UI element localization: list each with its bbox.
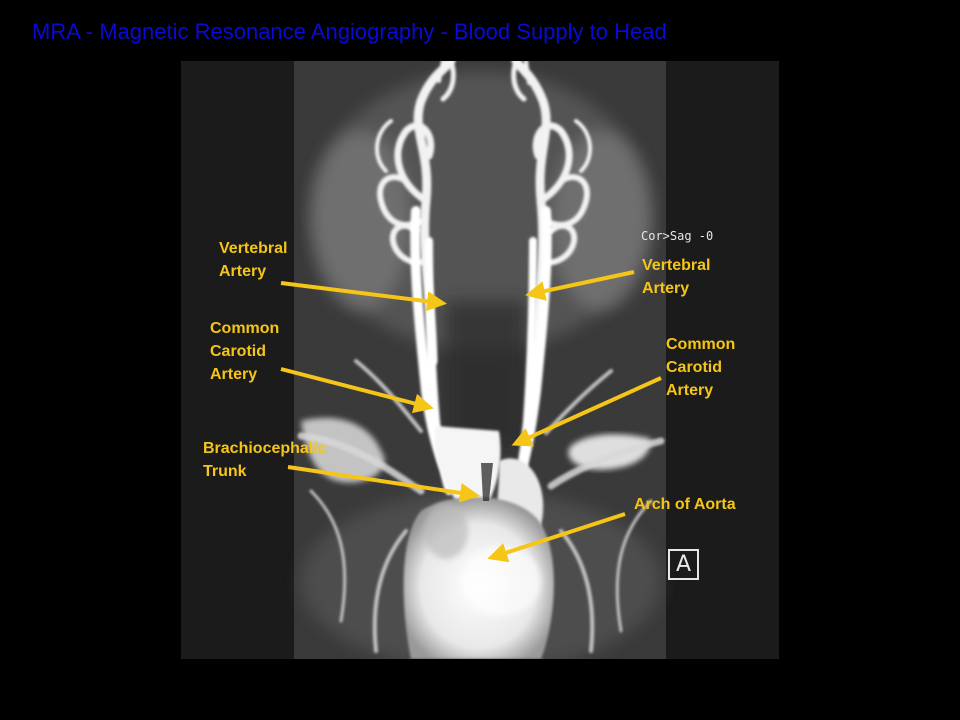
slide-title: MRA - Magnetic Resonance Angiography - B… xyxy=(32,19,667,44)
mra-scan-image xyxy=(294,61,666,659)
label-brachiocephalic-trunk: Brachiocephalic Trunk xyxy=(203,440,327,480)
label-common-carotid-left: Common Carotid Artery xyxy=(210,320,280,383)
label-arch-of-aorta: Arch of Aorta xyxy=(634,496,736,513)
label-common-carotid-right: Common Carotid Artery xyxy=(666,336,736,399)
scan-orientation-label: Cor>Sag -0 xyxy=(641,229,714,243)
view-marker: A xyxy=(668,549,699,580)
label-vertebral-artery-left: Vertebral Artery xyxy=(219,240,288,280)
mra-scan-panel: Cor>Sag -0 A xyxy=(181,61,779,659)
label-vertebral-artery-right: Vertebral Artery xyxy=(642,257,711,297)
